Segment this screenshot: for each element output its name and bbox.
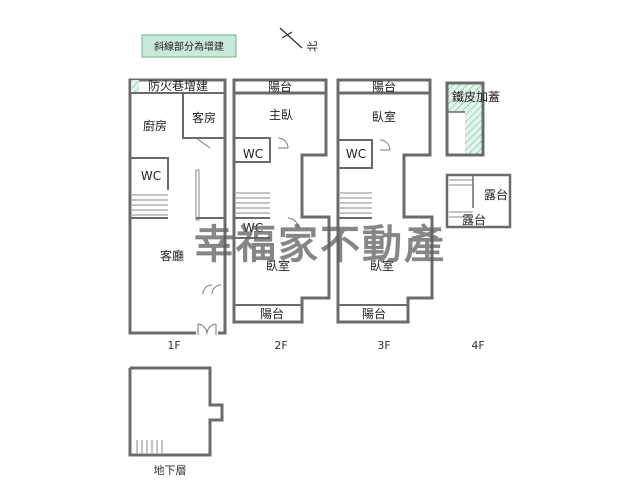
room-wc-2f-a: WC: [243, 147, 263, 161]
floor-label-basement: 地下層: [154, 464, 187, 477]
room-wc-1f: WC: [141, 169, 161, 183]
fire-lane-hatch: [131, 80, 139, 93]
room-3f-balcony-top: 陽台: [372, 79, 396, 94]
legend-text: 斜線部分為增建: [154, 40, 224, 53]
room-2f-balcony-top: 陽台: [268, 79, 292, 94]
compass-arrow-icon: [279, 27, 303, 49]
room-3f-balcony-bottom: 陽台: [362, 306, 386, 321]
stairs-3f: [340, 192, 372, 214]
room-master-bedroom: 主臥: [269, 108, 293, 122]
floor-label-1f: 1F: [167, 339, 180, 352]
room-3f-bedroom-bottom: 臥室: [370, 258, 394, 273]
watermark: 幸福家不動產: [194, 222, 446, 268]
compass-label: 北: [306, 41, 319, 52]
floor-label-2f: 2F: [274, 339, 287, 352]
floor-label-4f: 4F: [471, 339, 484, 352]
room-iron-roof: 鐵皮加蓋: [452, 89, 500, 104]
floor-4f: 鐵皮加蓋 露台 露台 4F: [445, 81, 512, 352]
stairs-2f: [236, 192, 270, 214]
floor-3f: 陽台 臥室 WC 臥室 陽台 3F: [336, 78, 434, 352]
legend-swatch: [141, 34, 237, 58]
room-2f-bedroom: 臥室: [266, 258, 290, 273]
room-2f-balcony-bottom: 陽台: [260, 306, 284, 321]
floor-basement: 地下層: [128, 366, 224, 477]
legend: 斜線部分為增建: [141, 34, 237, 58]
floor-1f: 防火巷增建 客房 廚房 WC 客廳 1F: [128, 78, 227, 352]
room-terrace-a: 露台: [484, 187, 508, 202]
room-terrace-b: 露台: [462, 212, 486, 227]
room-wc-3f: WC: [346, 147, 366, 161]
iron-roof-hatch: [447, 83, 483, 155]
room-living: 客廳: [160, 248, 184, 263]
room-kitchen: 廚房: [143, 118, 167, 133]
compass: 北: [279, 27, 319, 52]
stairs-basement: [136, 440, 163, 453]
stairs-1f: [132, 194, 168, 216]
room-fire-lane: 防火巷增建: [148, 78, 208, 93]
stairs-4f: [449, 179, 473, 218]
room-wc-2f-b: WC: [243, 221, 263, 235]
room-guest: 客房: [192, 110, 216, 125]
floor-2f: 陽台 主臥 WC WC 臥室 陽台 2F: [232, 78, 331, 352]
room-3f-bedroom-top: 臥室: [372, 109, 396, 124]
floor-label-3f: 3F: [377, 339, 390, 352]
